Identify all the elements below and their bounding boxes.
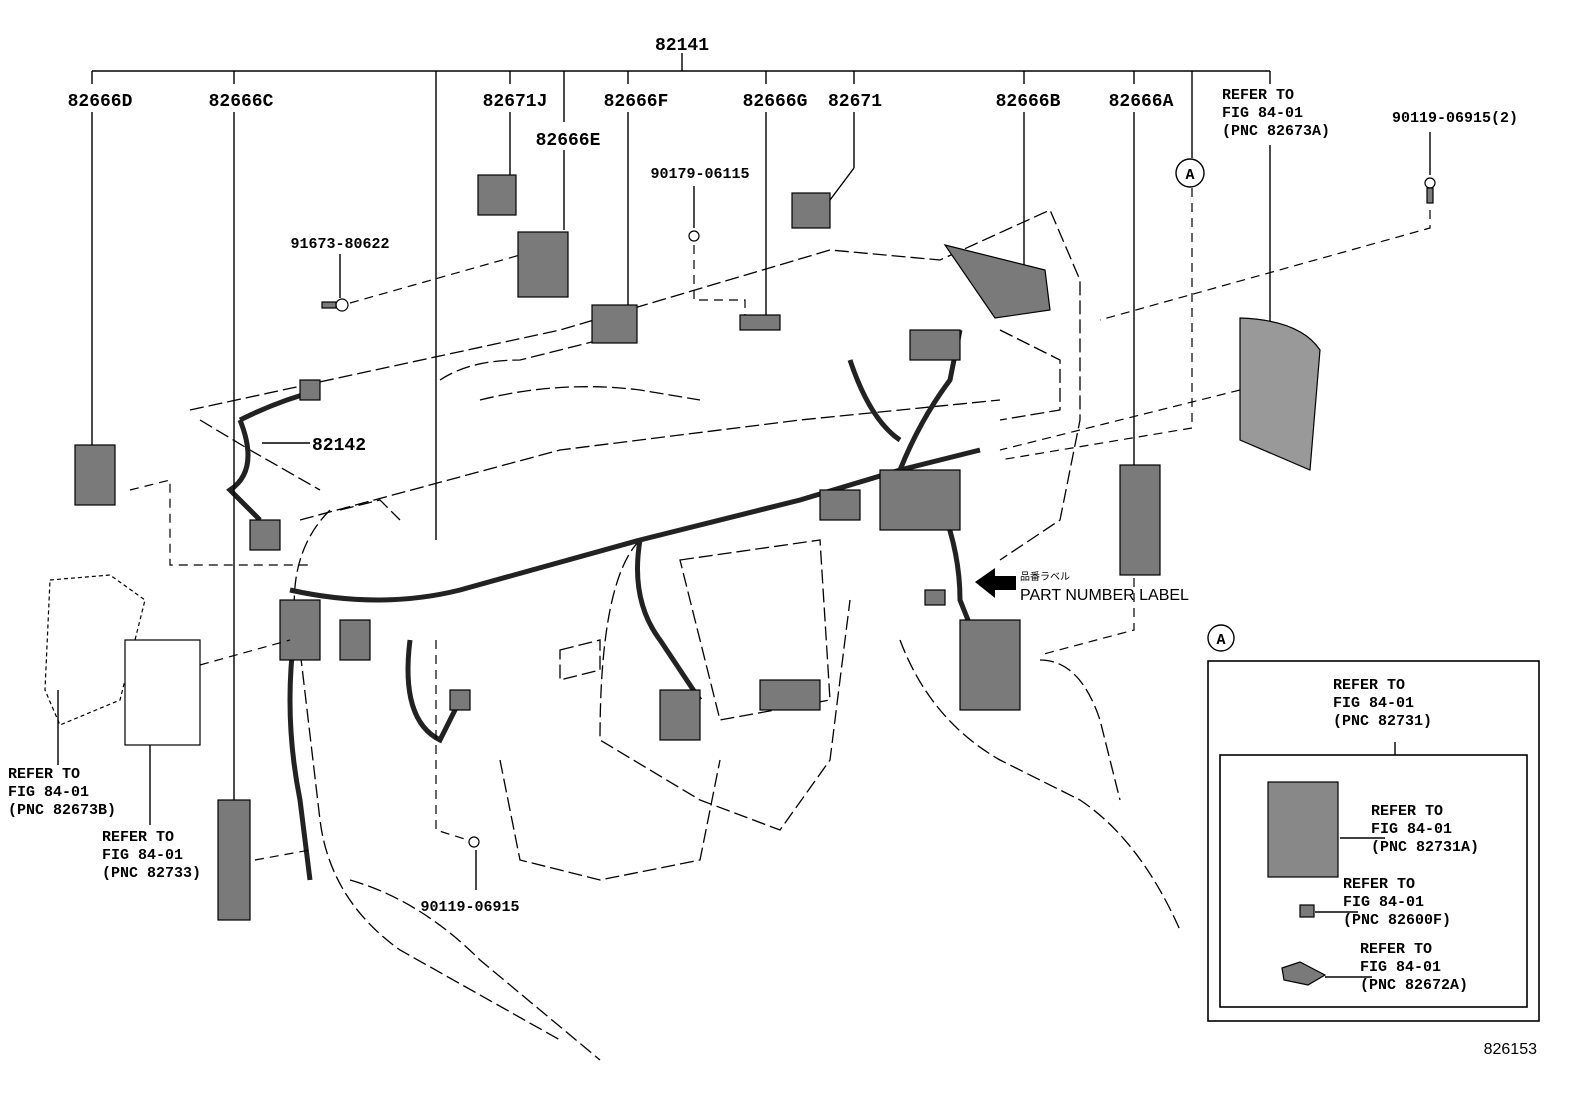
part-label-90119-06915-2: 90119-06915(2) bbox=[1392, 110, 1518, 127]
part-label-82666G: 82666G bbox=[743, 92, 808, 112]
part-label-82666B: 82666B bbox=[996, 92, 1061, 112]
clip-82600F bbox=[1299, 904, 1315, 918]
screw-icon bbox=[335, 298, 349, 312]
refer-line2: FIG 84-01 bbox=[1360, 959, 1441, 976]
connector-82666F bbox=[591, 304, 638, 344]
part-number-label-jp: 品番ラベル bbox=[1020, 571, 1070, 583]
arrow-left-icon bbox=[975, 568, 1016, 598]
module-82673A bbox=[1239, 317, 1321, 471]
part-label-82671: 82671 bbox=[828, 92, 882, 112]
bolt-icon bbox=[1424, 177, 1436, 189]
refer-pnc: (PNC 82673A) bbox=[1222, 123, 1330, 140]
part-callouts: 82666D 82666C 82671J 82666E 82666F 82666… bbox=[68, 71, 1330, 921]
part-label-82666C: 82666C bbox=[209, 92, 274, 112]
dashboard-outline bbox=[189, 209, 1181, 1061]
refer-line2: FIG 84-01 bbox=[8, 784, 89, 801]
connector-82671 bbox=[791, 192, 831, 229]
refer-pnc-82672A: (PNC 82672A) bbox=[1360, 977, 1468, 994]
part-label-82666F: 82666F bbox=[604, 92, 669, 112]
sub-harness-82142: 82142 bbox=[262, 436, 366, 456]
connector-82666G bbox=[739, 314, 781, 331]
connector-82666D bbox=[74, 444, 116, 506]
part-label-91673-80622: 91673-80622 bbox=[290, 236, 389, 253]
part-label-82671J: 82671J bbox=[483, 92, 548, 112]
refer-line2: FIG 84-01 bbox=[1371, 821, 1452, 838]
refer-pnc-82731A: (PNC 82731A) bbox=[1371, 839, 1479, 856]
cover-82672A bbox=[1281, 961, 1327, 986]
part-label-82666D: 82666D bbox=[68, 92, 133, 112]
module-82731A bbox=[1267, 781, 1339, 878]
refer-82673B: REFER TO FIG 84-01 (PNC 82673B) bbox=[8, 574, 146, 819]
part-label-82141: 82141 bbox=[655, 36, 709, 56]
refer-line2: FIG 84-01 bbox=[1333, 695, 1414, 712]
detail-a-inset: A REFER TO FIG 84-01 (PNC 82731) REFER T… bbox=[1207, 624, 1540, 1022]
refer-line1: REFER TO bbox=[1333, 677, 1405, 694]
refer-line1: REFER TO bbox=[102, 829, 174, 846]
harness-wires bbox=[226, 329, 983, 881]
refer-line1: REFER TO bbox=[1222, 87, 1294, 104]
part-label-82666E: 82666E bbox=[536, 131, 601, 151]
connector-82666C bbox=[217, 799, 251, 921]
refer-line1: REFER TO bbox=[1360, 941, 1432, 958]
part-label-82666A: 82666A bbox=[1109, 92, 1174, 112]
connector-82666E bbox=[517, 231, 569, 298]
refer-line2: FIG 84-01 bbox=[1343, 894, 1424, 911]
refer-line2: FIG 84-01 bbox=[1222, 105, 1303, 122]
refer-line1: REFER TO bbox=[1343, 876, 1415, 893]
harness-connectors bbox=[249, 329, 1021, 741]
bolt-icon bbox=[468, 836, 480, 848]
refer-82733: REFER TO FIG 84-01 (PNC 82733) bbox=[102, 639, 291, 882]
refer-line1: REFER TO bbox=[1371, 803, 1443, 820]
refer-line2: FIG 84-01 bbox=[102, 847, 183, 864]
part-label-90119-06915: 90119-06915 bbox=[420, 899, 519, 916]
detail-a-letter: A bbox=[1216, 632, 1225, 649]
refer-line1: REFER TO bbox=[8, 766, 80, 783]
refer-pnc: (PNC 82733) bbox=[102, 865, 201, 882]
main-assembly-bracket: 82141 bbox=[92, 36, 1270, 72]
part-label-82142: 82142 bbox=[312, 436, 366, 456]
nut-icon bbox=[688, 230, 700, 242]
refer-pnc: (PNC 82673B) bbox=[8, 802, 116, 819]
refer-pnc-82600F: (PNC 82600F) bbox=[1343, 912, 1451, 929]
refer-82673A: REFER TO FIG 84-01 (PNC 82673A) bbox=[1222, 87, 1330, 140]
refer-pnc-82731: (PNC 82731) bbox=[1333, 713, 1432, 730]
connector-82666B bbox=[943, 244, 1051, 319]
fasteners: 91673-80622 90179-06115 90119-06915(2) 9… bbox=[290, 110, 1518, 916]
part-label-90179-06115: 90179-06115 bbox=[650, 166, 749, 183]
connector-82666A bbox=[1119, 464, 1161, 576]
callout-a-letter: A bbox=[1185, 167, 1194, 184]
figure-number: 826153 bbox=[1484, 1041, 1537, 1058]
connector-82671J bbox=[477, 174, 517, 216]
callout-a-circle bbox=[1175, 158, 1205, 188]
part-number-label-text: PART NUMBER LABEL bbox=[1020, 587, 1189, 604]
part-number-label-callout: 品番ラベル PART NUMBER LABEL bbox=[975, 568, 1189, 604]
